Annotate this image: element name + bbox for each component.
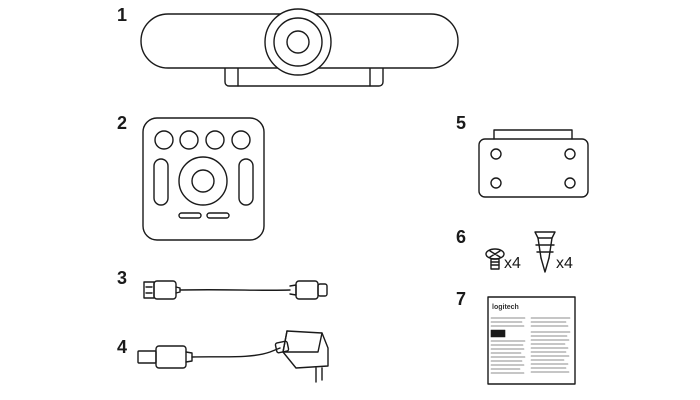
item-number-3: 3 — [117, 268, 128, 288]
screw-quantity: x4 — [504, 255, 521, 272]
item-number-2: 2 — [117, 113, 128, 133]
documentation-brand: logitech — [492, 304, 519, 311]
item-number-7: 7 — [456, 289, 467, 309]
item-number-6: 6 — [456, 227, 467, 247]
conference-camera-icon — [140, 8, 459, 87]
mounting-bracket-icon — [478, 129, 589, 198]
item-number-1: 1 — [117, 5, 128, 25]
item-number-4: 4 — [117, 337, 128, 357]
anchor-quantity: x4 — [556, 255, 573, 272]
documentation-icon — [487, 296, 576, 385]
remote-control-icon — [142, 117, 265, 241]
usb-cable-icon — [143, 280, 328, 300]
screws-and-anchors-icon — [485, 231, 556, 273]
power-adapter-icon — [137, 330, 329, 383]
item-number-5: 5 — [456, 113, 467, 133]
